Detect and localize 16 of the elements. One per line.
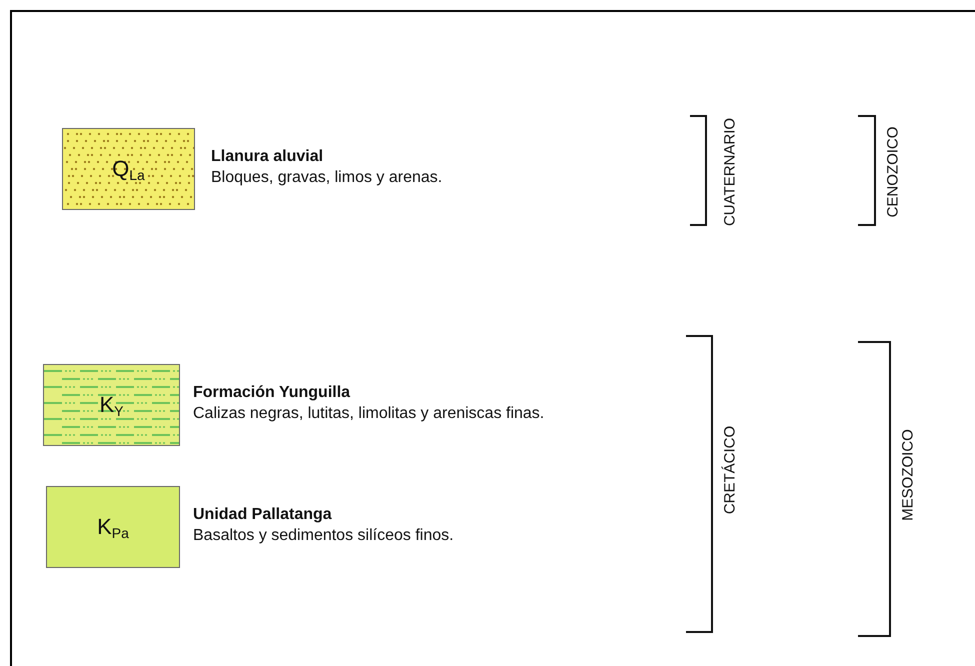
unit-symbol: K$_{Pa}$ xyxy=(97,514,129,540)
map-unit-swatch xyxy=(46,486,180,568)
map-unit-swatch xyxy=(62,128,195,210)
period-label: CENOZOICO xyxy=(884,126,902,218)
map-unit-swatch xyxy=(43,364,180,446)
period-label: CRETÁCICO xyxy=(722,426,738,514)
unit-name: Formación Yunguilla xyxy=(193,383,350,403)
unit-description: Bloques, gravas, limos y arenas. xyxy=(211,168,442,188)
unit-name: Unidad Pallatanga xyxy=(193,505,332,525)
unit-name: Llanura aluvial xyxy=(211,147,324,167)
period-label: CUATERNARIO xyxy=(722,118,738,226)
unit-symbol: Q$_{La}$ xyxy=(112,156,145,182)
unit-symbol: K$_{Y}$ xyxy=(99,392,124,418)
period-label: MESOZOICO xyxy=(900,429,916,521)
unit-description: Calizas negras, lutitas, limolitas y areniscas finas. xyxy=(193,404,544,424)
unit-description: Basaltos y sedimentos silíceos finos. xyxy=(193,526,454,546)
